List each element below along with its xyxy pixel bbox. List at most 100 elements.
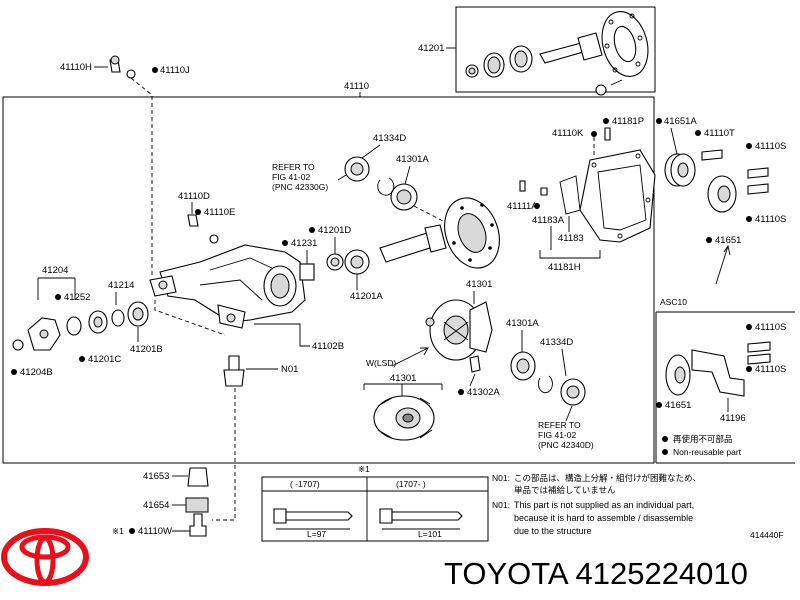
lsd-part-label: 41301 (390, 373, 416, 384)
bearing-41201a (344, 249, 370, 275)
label-41334d-bot: 41334D (540, 337, 573, 348)
label-41201d: 41201D (318, 225, 351, 236)
refer-top-line2: FIG 41-02 (272, 172, 311, 182)
oil-seal-41334d-top (344, 156, 370, 182)
ring-gear-and-pinion (379, 197, 500, 269)
carrier-cover-41181h (579, 149, 656, 243)
label-41110s-1: 41110S (755, 141, 786, 152)
label-41110h: 41110H (60, 62, 92, 73)
washer-41252 (66, 316, 82, 336)
snap-ring-bot (538, 375, 553, 394)
label-41301a-bot: 41301A (506, 318, 539, 329)
bolt-left-length: L=97 (307, 529, 326, 539)
mount-41651a (664, 153, 696, 187)
label-41653: 41653 (143, 471, 169, 482)
bearing-41301a-bot (510, 351, 536, 381)
differential-case-41301 (425, 299, 493, 361)
refer-bot-line2: FIG 41-02 (538, 430, 577, 440)
label-41110d: 41110D (178, 191, 210, 202)
oil-seal-41334d-bot (560, 378, 586, 406)
bolt-41110w (189, 513, 207, 537)
label-41110s-2: 41110S (755, 214, 786, 225)
label-41301a-top: 41301A (396, 154, 429, 165)
bolt-41110h (109, 55, 121, 73)
brand-caption: TOYOTA 4125224010 (444, 556, 748, 591)
label-41196: 41196 (720, 413, 746, 424)
snap-ring-top (377, 177, 395, 196)
bolt-right-length: L=101 (418, 529, 442, 539)
bolt-right-range: (1707- ) (396, 479, 426, 489)
washer-41110e (209, 234, 219, 244)
label-41201a: 41201A (350, 291, 383, 302)
washer-41110j (126, 69, 136, 79)
label-41334d-top: 41334D (373, 133, 406, 144)
legend-en: Non-reusable part (673, 447, 742, 457)
vent-plug-n01 (223, 355, 245, 387)
differential-carrier (149, 244, 306, 329)
label-41301: 41301 (466, 279, 492, 290)
note-code-jp: N01: (492, 473, 510, 483)
label-41231: 41231 (291, 238, 317, 249)
label-41110s-3: 41110S (755, 322, 786, 333)
label-41183: 41183 (558, 233, 584, 244)
refer-top-line1: REFER TO (272, 162, 315, 172)
label-n01: N01 (281, 364, 298, 375)
mount-41651-top (707, 175, 737, 213)
spacer-41214 (111, 309, 125, 327)
label-41651a: 41651A (664, 116, 697, 127)
bracket-41196 (691, 349, 745, 397)
label-41181p: 41181P (612, 116, 644, 127)
label-41252: 41252 (64, 292, 90, 303)
bearing-41301a-top (390, 183, 418, 211)
label-41204b: 41204B (20, 367, 53, 378)
label-asc10: ASC10 (660, 297, 687, 307)
main-assembly-frame (2, 96, 655, 464)
note-en-1: This part is not supplied as an individu… (514, 500, 694, 510)
bolt-table (261, 476, 489, 542)
label-41651-bot: 41651 (665, 400, 691, 411)
star1-top: ※1 (358, 464, 370, 474)
label-41214: 41214 (108, 280, 134, 291)
label-41204: 41204 (42, 265, 68, 276)
legend-jp: 再使用不可部品 (673, 434, 733, 445)
refer-bot-line1: REFER TO (538, 420, 581, 430)
label-41201b: 41201B (130, 344, 163, 355)
label-41201c: 41201C (88, 354, 121, 365)
mount-41651-bot (665, 354, 691, 396)
bolt-41110s-1 (747, 167, 769, 179)
bolt-41111a (540, 187, 548, 196)
label-41183a: 41183A (532, 215, 565, 226)
stopper-41653 (187, 467, 209, 487)
bolt-41110s-3 (747, 341, 771, 353)
refer-top-line3: (PNC 42330G) (272, 182, 328, 192)
note-en-2: because it is hard to assemble / disasse… (514, 513, 693, 523)
flange-41204 (27, 317, 61, 351)
note-jp-1: この部品は、構造上分解・組付けが困難なため、 (514, 473, 701, 484)
label-41110t: 41110T (704, 128, 735, 139)
bolt-41110t (701, 149, 723, 161)
label-41110e: 41110E (204, 207, 235, 218)
star1-left: ※1 (112, 526, 124, 536)
label-41181h: 41181H (548, 262, 581, 273)
label-41110j: 41110J (160, 65, 190, 76)
pinion-inset-frame (455, 6, 656, 93)
lsd-label: W(LSD) (366, 358, 396, 368)
bolt-left-drawing (273, 508, 353, 530)
label-41110: 41110 (344, 81, 369, 92)
note-jp-2: 単品では補給していません (514, 485, 616, 496)
label-41654: 41654 (143, 500, 169, 511)
label-41302a: 41302A (467, 387, 500, 398)
label-41110w: 41110W (138, 526, 172, 537)
spacer-41231 (299, 263, 315, 281)
refer-bot-line3: (PNC 42340D) (538, 440, 594, 450)
pointer-arrow-lsd (391, 347, 429, 367)
pointer-arrow-top (715, 244, 731, 285)
note-en-3: due to the structure (514, 526, 592, 536)
legend-marker (662, 436, 668, 442)
label-41111a: 41111A (507, 201, 538, 212)
lsd-differential (373, 395, 435, 441)
bolt-41110d (187, 214, 199, 227)
toyota-logo (1, 528, 89, 586)
figure-code: 414440F (750, 530, 784, 540)
label-41201: 41201 (418, 43, 444, 54)
